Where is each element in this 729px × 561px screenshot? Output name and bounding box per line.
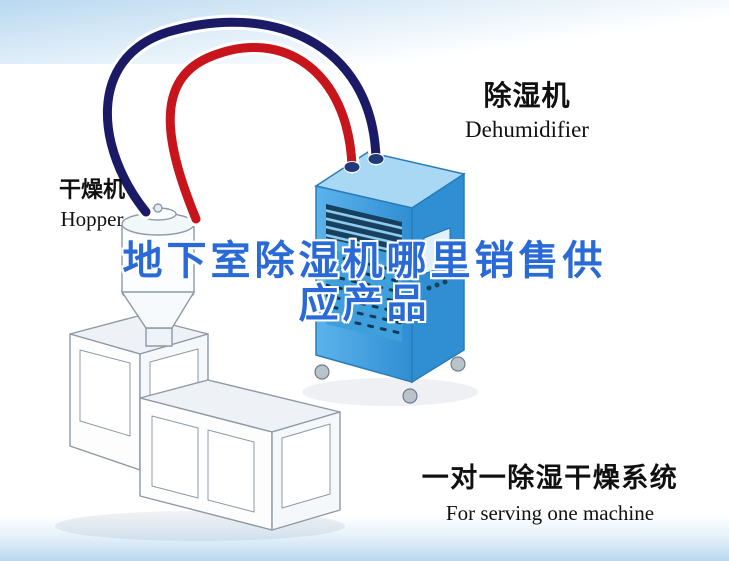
hopper-neck xyxy=(145,327,173,347)
extruder-machine xyxy=(69,315,341,531)
hopper-knob xyxy=(153,203,163,213)
system-label: 一对一除湿干燥系统 For serving one machine xyxy=(400,456,700,526)
headline: 地下室除湿机哪里销售供 应产品 xyxy=(0,240,729,326)
headline-line1: 地下室除湿机哪里销售供 xyxy=(122,239,607,283)
hopper-label-en: Hopper xyxy=(60,207,124,231)
system-label-zh: 一对一除湿干燥系统 xyxy=(421,463,679,493)
dehumidifier-label-zh: 除湿机 xyxy=(483,80,571,111)
headline-line2: 应产品 xyxy=(298,282,431,326)
extruder-door-front xyxy=(79,349,131,437)
dehumidifier-label: 除湿机 Dehumidifier xyxy=(427,74,627,143)
dehumidifier-label-en: Dehumidifier xyxy=(465,117,589,142)
unit-vent-grid xyxy=(326,248,402,342)
unit-outlet-stub xyxy=(367,153,385,165)
connection-pipes xyxy=(99,14,385,227)
unit-louver-slats xyxy=(326,204,402,256)
unit-inlet-stub xyxy=(343,161,361,173)
supply-pipe-red xyxy=(165,43,357,224)
hopper-label: 干燥机 Hopper xyxy=(44,172,140,232)
hopper-dryer xyxy=(120,203,203,347)
caster-wheels xyxy=(314,356,466,404)
hopper-label-zh: 干燥机 xyxy=(58,177,125,202)
unit-control-dots xyxy=(426,279,448,291)
extruder-panel-2 xyxy=(207,429,255,513)
extruder-panel-1 xyxy=(151,415,199,499)
system-label-en: For serving one machine xyxy=(445,501,655,525)
unit-side-face xyxy=(411,172,465,384)
hopper-cone xyxy=(120,291,196,329)
unit-control-panel xyxy=(423,227,451,275)
dehumidifier-unit xyxy=(314,151,466,404)
return-pipe-navy xyxy=(102,17,381,217)
extruder-panel-3 xyxy=(281,423,331,509)
sky-gradient-bottom xyxy=(0,515,729,561)
